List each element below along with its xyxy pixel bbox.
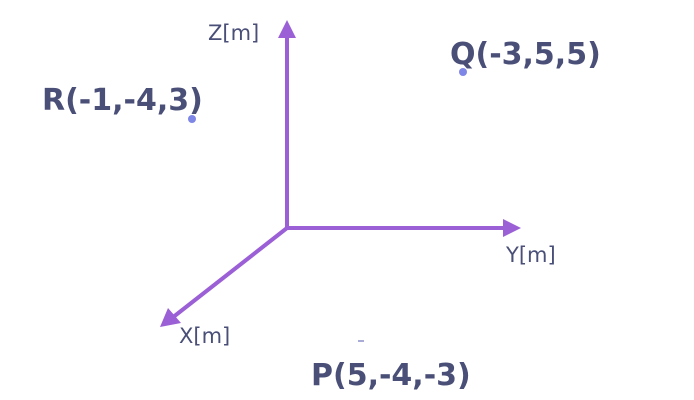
x-axis-label: X[m]: [179, 324, 230, 348]
point-q-label: Q(-3,5,5): [450, 37, 601, 72]
point-q: Q(-3,5,5): [450, 37, 601, 76]
point-r: R(-1,-4,3): [42, 83, 203, 123]
y-axis-arrow-icon: [503, 219, 521, 237]
point-p-label: P(5,-4,-3): [311, 358, 471, 393]
point-q-marker: [459, 68, 467, 76]
z-axis-label: Z[m]: [208, 21, 259, 45]
z-axis-arrow-icon: [278, 20, 296, 38]
x-axis: [160, 226, 289, 327]
y-axis: [285, 219, 521, 237]
x-axis-arrow-icon: [160, 308, 181, 327]
point-r-label: R(-1,-4,3): [42, 83, 203, 118]
point-p: P(5,-4,-3): [311, 340, 471, 393]
z-axis: [278, 20, 296, 230]
point-r-marker: [188, 115, 196, 123]
x-axis-line: [170, 226, 289, 320]
y-axis-label: Y[m]: [505, 243, 556, 267]
